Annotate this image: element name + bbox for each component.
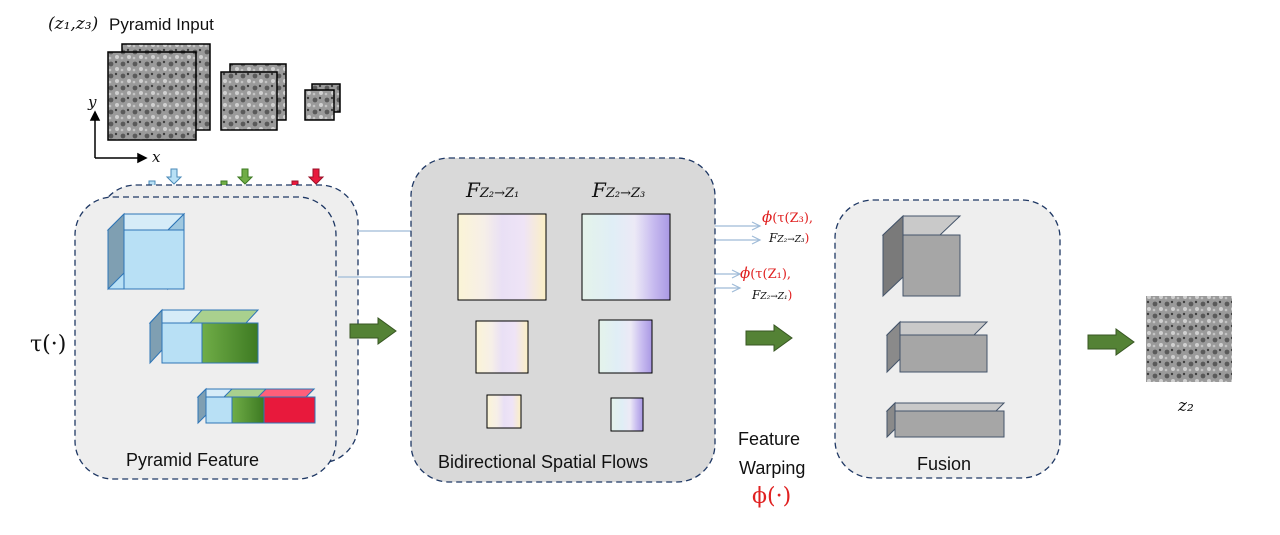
warp-eq-z3-flow: FZ₂→Z₃) [769,231,810,245]
fusion-title: Fusion [917,454,972,474]
arrow-to-fusion [745,324,793,352]
axis-x-label: x [152,148,161,166]
input-vars: (z₁,z₃) [48,14,99,34]
input-axes [89,110,148,164]
warp-eq-z1: ϕ(τ(Z₁), [740,264,792,282]
axis-y-label: y [88,93,97,111]
arrow-to-flows [349,317,397,345]
feature-block-level3 [196,387,316,425]
fusion-cube-level1 [881,214,962,298]
pyramid-input-images [107,43,341,141]
warp-eq-z3: ϕ(τ(Z₃), [762,208,814,226]
feature-warping-line2: Warping [739,458,806,478]
feature-cube-level1 [106,212,186,291]
flows-panel [410,157,716,483]
flow-maps-right [581,213,671,432]
output-label: z₂ [1178,396,1194,416]
feature-warping-line1: Feature [738,429,801,449]
pyramid-feature-title: Pyramid Feature [126,450,260,470]
flow-maps-left [457,213,547,429]
tau-label: τ(·) [30,332,67,357]
arrow-to-output [1087,328,1135,356]
output-image [1146,296,1232,382]
flows-title: Bidirectional Spatial Flows [438,452,649,472]
fusion-block-level3 [885,401,1006,439]
flow-left-title: FZ₂→Z₁ [466,178,520,202]
pyramid-input-title: Pyramid Input [109,15,214,34]
feature-warping-fn: ϕ(·) [752,484,792,509]
flow-right-title: FZ₂→Z₃ [592,178,646,202]
fusion-block-level2 [885,320,989,374]
warp-eq-z1-flow: FZ₂→Z₁) [752,288,793,302]
feature-block-level2 [148,308,260,365]
